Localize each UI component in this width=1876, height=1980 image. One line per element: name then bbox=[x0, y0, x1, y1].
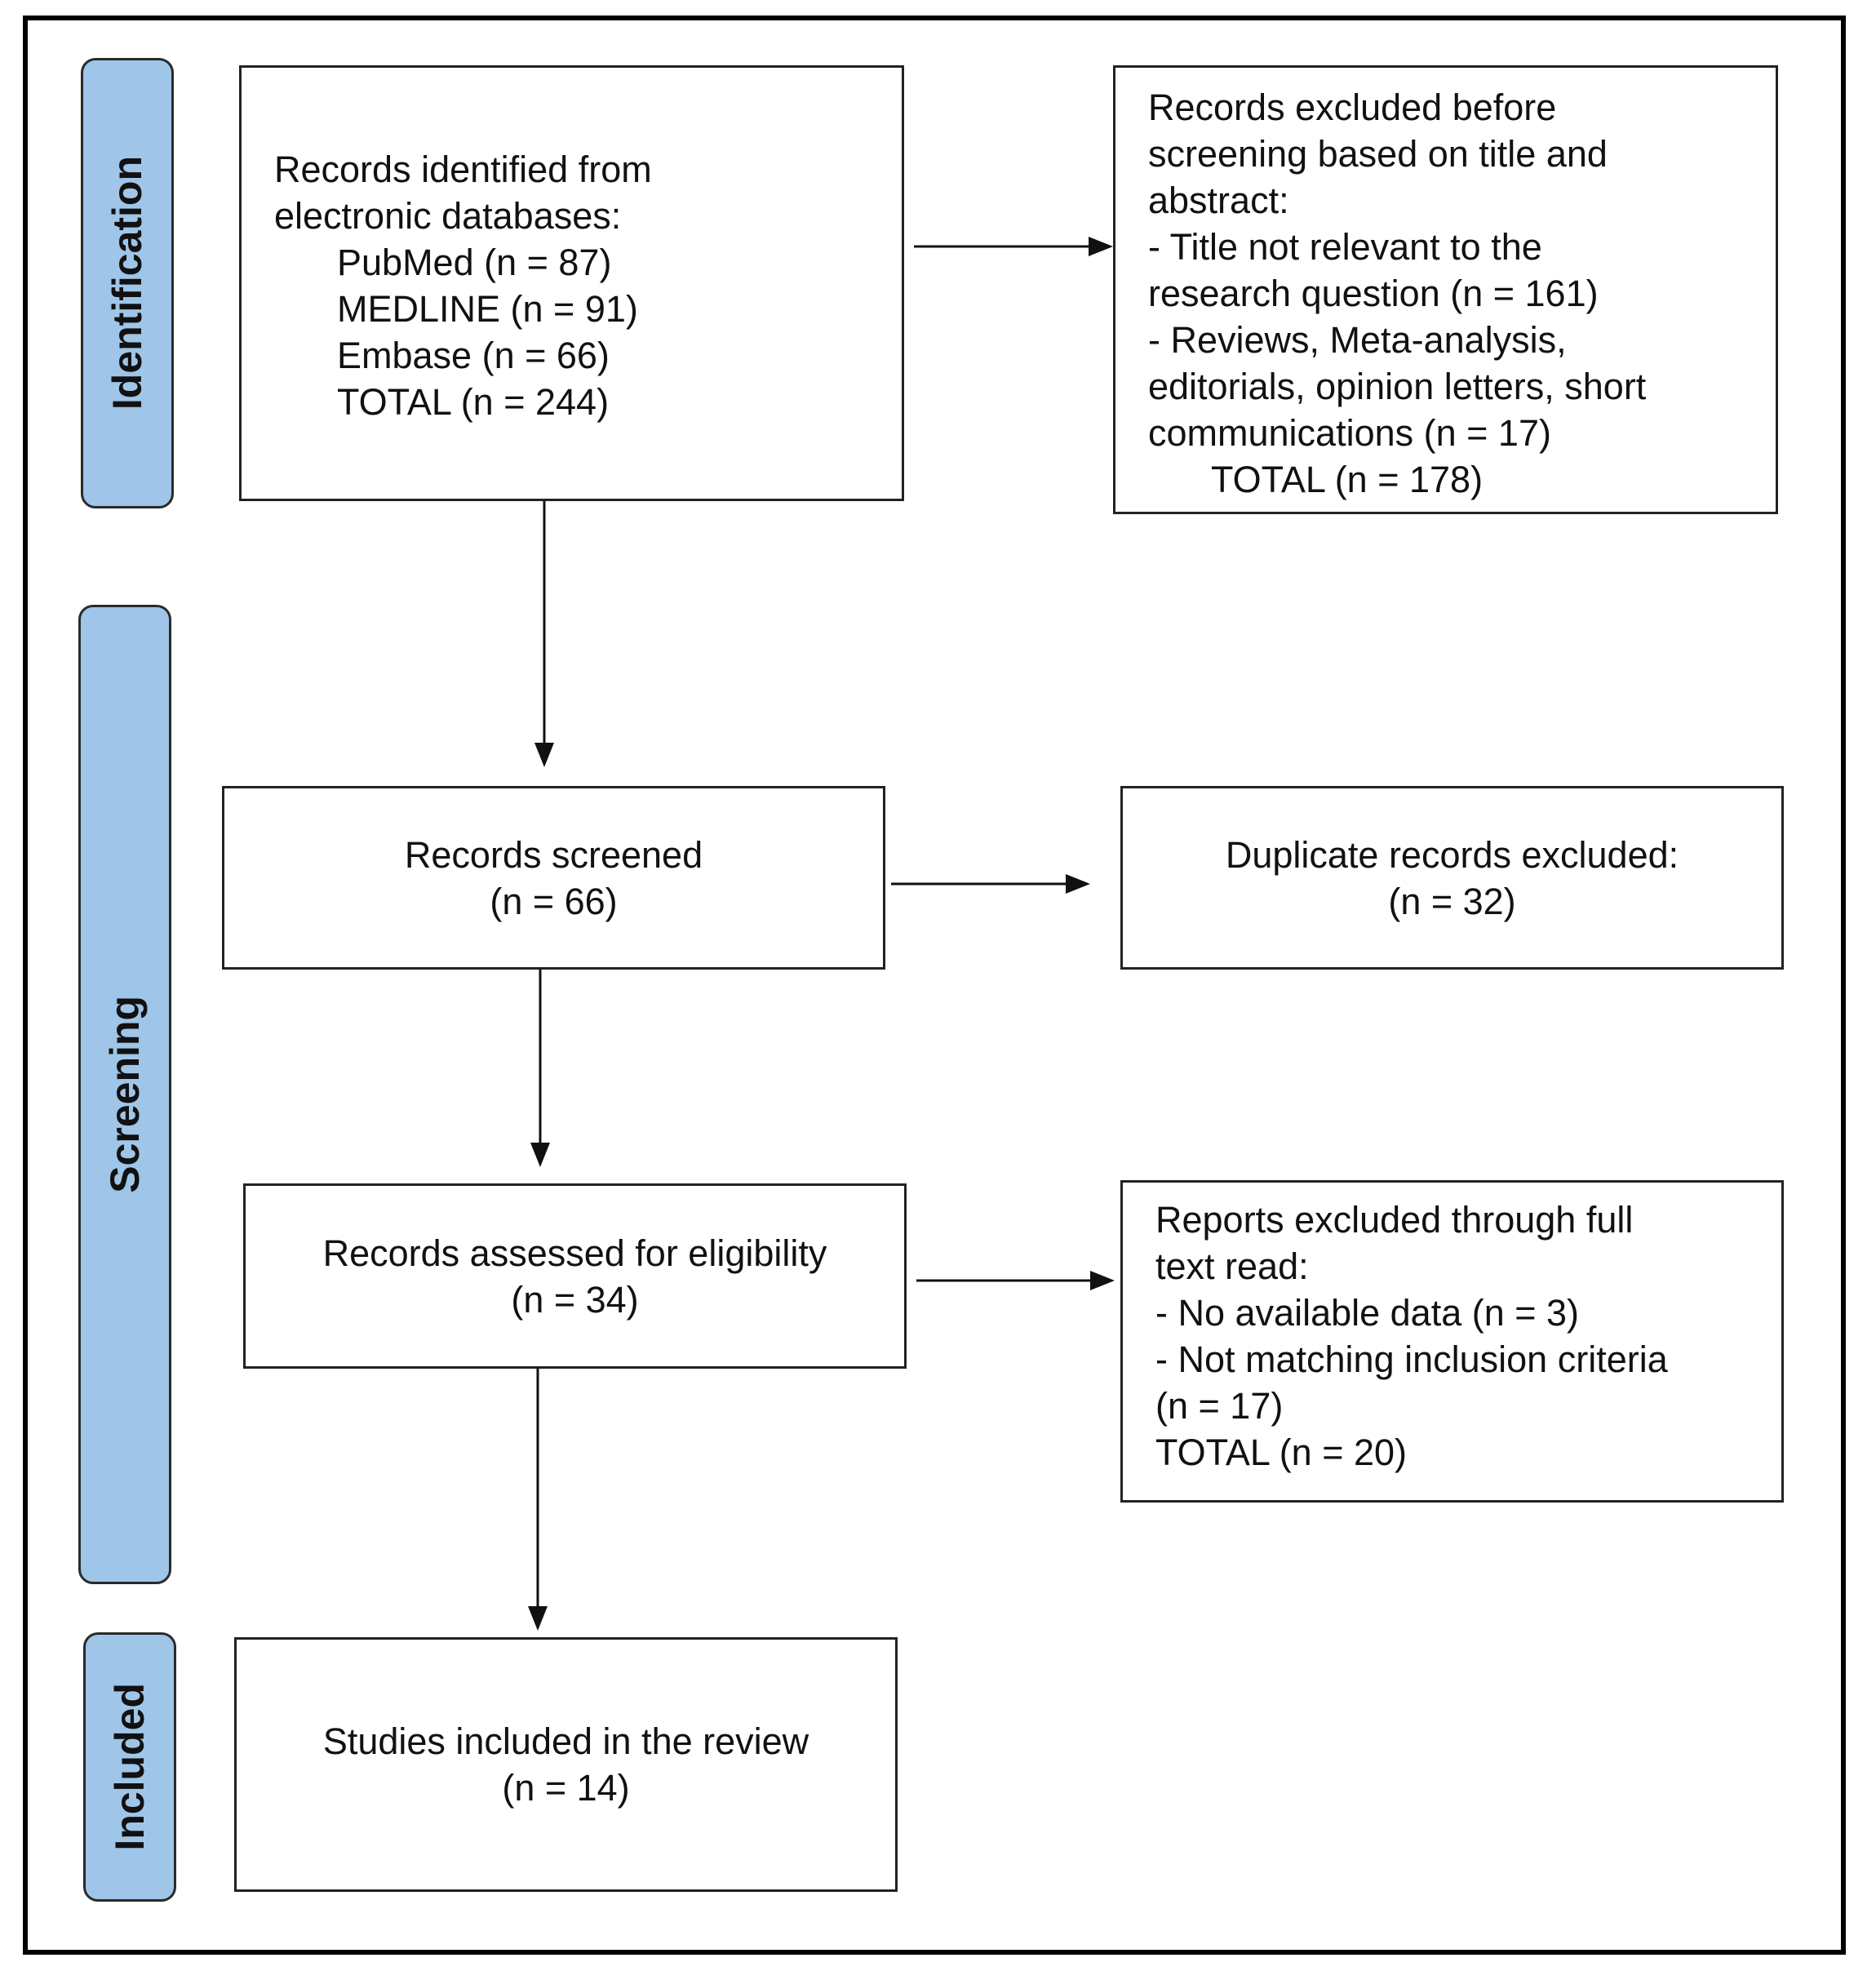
box-text-line: (n = 34) bbox=[511, 1278, 639, 1321]
box-text-line: - Reviews, Meta-analysis, bbox=[1148, 319, 1567, 361]
stage-screening: Screening bbox=[78, 605, 171, 1584]
box-text-line: editorials, opinion letters, short bbox=[1148, 366, 1647, 407]
stage-included: Included bbox=[83, 1632, 176, 1902]
diagram-frame bbox=[23, 16, 1846, 1955]
box-text-line: research question (n = 161) bbox=[1148, 273, 1599, 314]
box-text-line: TOTAL (n = 20) bbox=[1155, 1432, 1408, 1473]
box-excluded-before-screening: Records excluded before screening based o… bbox=[1113, 65, 1778, 514]
box-text-line: - No available data (n = 3) bbox=[1155, 1292, 1580, 1334]
box-studies-included: Studies included in the review (n = 14) bbox=[234, 1637, 898, 1892]
box-text-line: text read: bbox=[1155, 1245, 1309, 1287]
box-text-line: electronic databases: bbox=[274, 195, 622, 237]
box-text-line: (n = 32) bbox=[1388, 880, 1516, 922]
box-records-screened: Records screened(n = 66) bbox=[222, 786, 885, 970]
box-text-line: Studies included in the review bbox=[322, 1720, 809, 1762]
box-text-line: Reports excluded through full bbox=[1155, 1199, 1634, 1241]
arrowhead bbox=[534, 743, 554, 767]
box-text-line: Records excluded before bbox=[1148, 87, 1557, 128]
box-text-line: Records assessed for eligibility bbox=[322, 1232, 827, 1274]
arrowhead bbox=[1066, 874, 1090, 894]
box-text-line: TOTAL (n = 178) bbox=[1211, 459, 1484, 500]
box-text-line: Embase (n = 66) bbox=[337, 335, 610, 376]
box-text-line: Duplicate records excluded: bbox=[1225, 833, 1679, 876]
box-text-line: abstract: bbox=[1148, 180, 1289, 221]
box-duplicates-excluded: Duplicate records excluded:(n = 32) bbox=[1120, 786, 1784, 970]
box-text-line: Records screened bbox=[404, 833, 703, 876]
box-text-line: communications (n = 17) bbox=[1148, 412, 1551, 454]
box-text-line: MEDLINE (n = 91) bbox=[337, 288, 638, 330]
box-text-line: - Not matching inclusion criteria bbox=[1155, 1338, 1668, 1380]
box-text-line: Records identified from bbox=[274, 149, 652, 190]
arrowhead bbox=[530, 1143, 550, 1167]
stage-identification: Identification bbox=[81, 58, 174, 508]
box-text-line: TOTAL (n = 244) bbox=[337, 381, 610, 423]
box-records-identified: Records identified from electronic databa… bbox=[239, 65, 904, 501]
box-text-line: (n = 17) bbox=[1155, 1385, 1284, 1427]
box-text-line: - Title not relevant to the bbox=[1148, 226, 1542, 268]
arrowhead bbox=[1090, 1271, 1115, 1290]
box-text-line: PubMed (n = 87) bbox=[337, 242, 612, 283]
arrowhead bbox=[528, 1606, 548, 1631]
box-text-line: screening based on title and bbox=[1148, 133, 1608, 175]
box-assessed-eligibility: Records assessed for eligibility(n = 34) bbox=[243, 1183, 907, 1369]
arrowhead bbox=[1089, 237, 1113, 256]
box-text-line: (n = 66) bbox=[490, 880, 618, 922]
box-text-line: (n = 14) bbox=[502, 1767, 630, 1809]
